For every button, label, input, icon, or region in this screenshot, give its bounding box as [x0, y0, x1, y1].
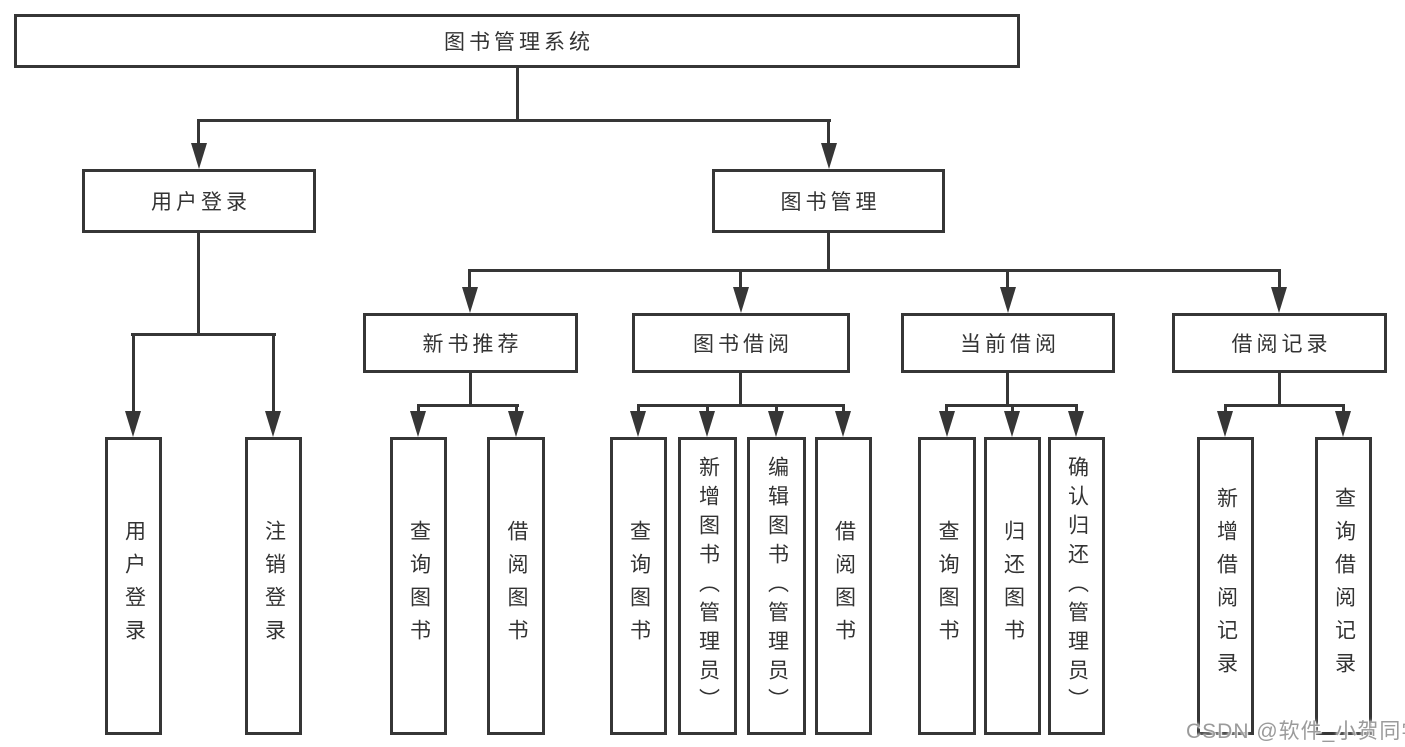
- connector-arrowhead-down-icon: [768, 411, 784, 437]
- node-borrow-records: 借阅记录: [1172, 313, 1387, 373]
- leaf-edit-books-admin: 编辑图书（管理员）: [747, 437, 806, 735]
- connector-drop: [468, 269, 471, 291]
- connector-drop: [739, 269, 742, 291]
- connector-drop: [1342, 404, 1345, 414]
- connector-rail: [417, 404, 519, 407]
- connector-arrowhead-down-icon: [125, 411, 141, 437]
- connector-arrowhead-down-icon: [1335, 411, 1351, 437]
- node-user-login: 用户登录: [82, 169, 316, 233]
- connector-drop: [637, 404, 640, 414]
- connector-arrowhead-down-icon: [1000, 287, 1016, 313]
- leaf-borrow-books: 借阅图书: [815, 437, 872, 735]
- connector-drop-book-management: [827, 119, 830, 147]
- connector-arrowhead-down-icon: [821, 143, 837, 169]
- connector-drop: [1011, 404, 1014, 414]
- node-current-borrowing: 当前借阅: [901, 313, 1115, 373]
- connector-stem: [469, 373, 472, 407]
- connector-drop: [417, 404, 420, 414]
- connector-arrowhead-down-icon: [630, 411, 646, 437]
- leaf-query-books: 查询图书: [390, 437, 447, 735]
- node-root: 图书管理系统: [14, 14, 1020, 68]
- node-book-management: 图书管理: [712, 169, 945, 233]
- leaf-query-books: 查询图书: [610, 437, 667, 735]
- connector-stem: [1006, 373, 1009, 407]
- leaf-user-login: 用户登录: [105, 437, 162, 735]
- connector-rail-root: [197, 119, 831, 122]
- connector-drop: [272, 333, 275, 415]
- connector-drop-user-login: [197, 119, 200, 147]
- connector-drop: [1278, 269, 1281, 291]
- node-new-book-recommend: 新书推荐: [363, 313, 578, 373]
- connector-drop: [842, 404, 845, 414]
- leaf-return-books: 归还图书: [984, 437, 1041, 735]
- leaf-borrow-books: 借阅图书: [487, 437, 545, 735]
- connector-stem: [1278, 373, 1281, 407]
- connector-arrowhead-down-icon: [835, 411, 851, 437]
- connector-arrowhead-down-icon: [733, 287, 749, 313]
- leaf-logout: 注销登录: [245, 437, 302, 735]
- leaf-confirm-return-admin: 确认归还（管理员）: [1048, 437, 1105, 735]
- connector-arrowhead-down-icon: [1271, 287, 1287, 313]
- connector-stem-root: [516, 68, 519, 122]
- connector-drop: [1006, 269, 1009, 291]
- connector-arrowhead-down-icon: [462, 287, 478, 313]
- connector-arrowhead-down-icon: [410, 411, 426, 437]
- connector-rail: [637, 404, 845, 407]
- node-book-borrowing: 图书借阅: [632, 313, 850, 373]
- connector-drop: [775, 404, 778, 414]
- connector-arrowhead-down-icon: [1217, 411, 1233, 437]
- connector-drop: [1224, 404, 1227, 414]
- csdn-watermark: CSDN @软件_小贺同学: [1186, 720, 1405, 743]
- connector-arrowhead-down-icon: [265, 411, 281, 437]
- connector-arrowhead-down-icon: [699, 411, 715, 437]
- connector-drop: [132, 333, 135, 415]
- connector-drop: [515, 404, 518, 414]
- connector-arrowhead-down-icon: [191, 143, 207, 169]
- connector-arrowhead-down-icon: [1068, 411, 1084, 437]
- connector-stem: [739, 373, 742, 407]
- leaf-query-books: 查询图书: [918, 437, 976, 735]
- connector-stem-book-management: [827, 233, 830, 272]
- connector-drop: [706, 404, 709, 414]
- connector-arrowhead-down-icon: [508, 411, 524, 437]
- leaf-add-borrow-record: 新增借阅记录: [1197, 437, 1254, 735]
- connector-rail-book-management: [468, 269, 1281, 272]
- connector-drop: [945, 404, 948, 414]
- connector-rail-user-login: [131, 333, 276, 336]
- connector-arrowhead-down-icon: [939, 411, 955, 437]
- connector-arrowhead-down-icon: [1004, 411, 1020, 437]
- leaf-add-books-admin: 新增图书（管理员）: [678, 437, 737, 735]
- leaf-query-borrow-record: 查询借阅记录: [1315, 437, 1372, 735]
- connector-rail: [1224, 404, 1345, 407]
- connector-drop: [1075, 404, 1078, 414]
- connector-stem-user-login: [197, 233, 200, 336]
